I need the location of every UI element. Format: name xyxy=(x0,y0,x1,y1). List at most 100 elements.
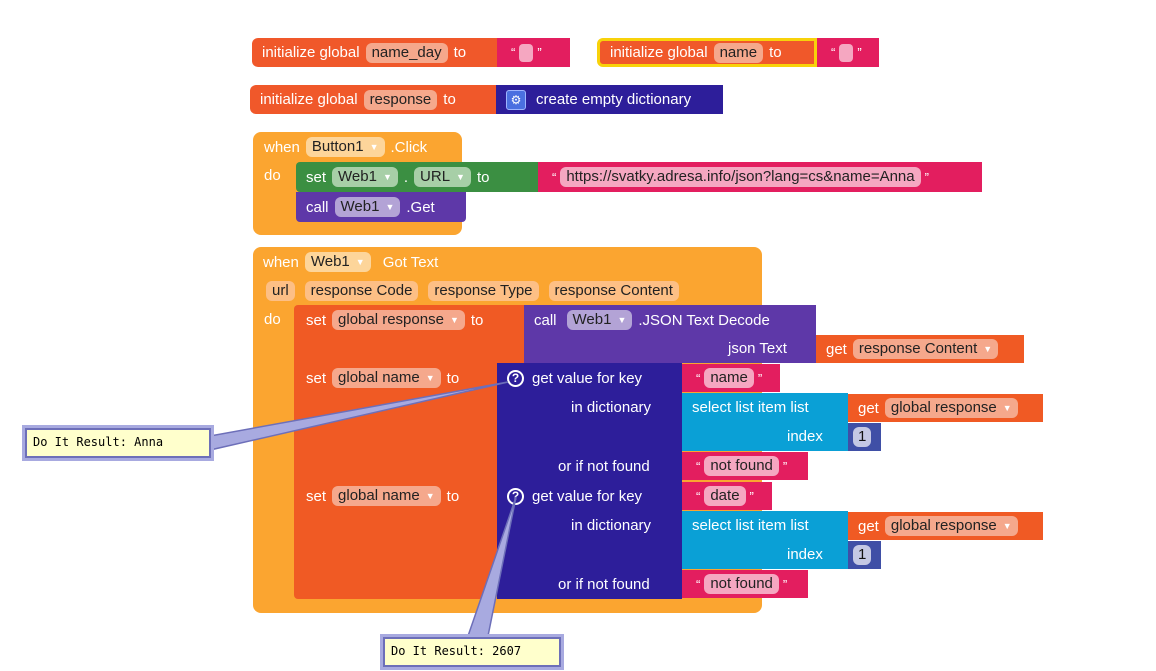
param-response-type[interactable]: response Type xyxy=(428,281,539,301)
var-dropdown[interactable]: global response▼ xyxy=(884,398,1018,418)
not-found-text-field[interactable]: not found xyxy=(704,456,779,476)
not-found-label: or if not found xyxy=(558,576,650,593)
empty-string-field[interactable] xyxy=(519,43,534,62)
result-text: Do It Result: 2607 xyxy=(391,644,522,658)
set-label: set xyxy=(306,311,327,329)
set-web1-url-block[interactable]: set Web1▼ . URL▼ to xyxy=(296,162,538,192)
key-text-block[interactable]: “ date ” xyxy=(682,482,772,510)
dot-label: . xyxy=(403,168,409,186)
event-name-label: Got Text xyxy=(382,253,439,271)
component-dropdown[interactable]: Web1▼ xyxy=(304,252,371,272)
get-key-label: get value for key xyxy=(532,487,643,505)
to-label: to xyxy=(446,487,460,505)
component-dropdown[interactable]: Button1▼ xyxy=(305,137,385,157)
quote-close-icon: ” xyxy=(537,45,542,60)
chevron-down-icon: ▼ xyxy=(1002,403,1012,413)
index-number-field[interactable]: 1 xyxy=(853,545,872,565)
quote-close-icon: ” xyxy=(757,370,763,386)
chevron-down-icon: ▼ xyxy=(425,491,435,501)
dict-lookup-block-2[interactable] xyxy=(497,481,682,599)
chevron-down-icon: ▼ xyxy=(983,344,993,354)
quote-close-icon: ” xyxy=(782,576,788,592)
init-response-block[interactable]: initialize global response to xyxy=(250,85,496,114)
url-text-block[interactable]: “ https://svatky.adresa.info/json?lang=c… xyxy=(538,162,982,192)
key-text-field[interactable]: name xyxy=(704,368,754,388)
event-params: url response Code response Type response… xyxy=(266,280,679,302)
get-global-response-block-2[interactable]: get global response▼ xyxy=(848,512,1043,540)
not-found-text-block[interactable]: “ not found ” xyxy=(682,452,808,480)
set-row: set global response▼ to xyxy=(296,306,493,334)
chevron-down-icon: ▼ xyxy=(449,315,459,325)
get-label: get xyxy=(826,340,847,358)
do-it-result-bubble: Do It Result: Anna xyxy=(25,428,211,458)
key-text-field[interactable]: date xyxy=(704,486,746,506)
gear-icon[interactable]: ⚙ xyxy=(506,89,526,110)
quote-open-icon: “ xyxy=(696,576,701,592)
param-url[interactable]: url xyxy=(266,281,295,301)
select-label: select list item list xyxy=(692,517,809,534)
var-name-field[interactable]: name_day xyxy=(365,42,448,63)
index-number-field[interactable]: 1 xyxy=(853,427,872,447)
init-name-day-block[interactable]: initialize global name_day to xyxy=(252,38,497,67)
quote-open-icon: “ xyxy=(696,488,701,504)
index-number-block[interactable]: 1 xyxy=(848,541,881,569)
chevron-down-icon: ▼ xyxy=(456,172,465,182)
param-response-content[interactable]: response Content xyxy=(548,281,679,301)
init-label: initialize global xyxy=(262,44,360,61)
property-dropdown[interactable]: URL▼ xyxy=(414,167,471,187)
index-number-block[interactable]: 1 xyxy=(848,423,881,451)
var-dropdown[interactable]: response Content▼ xyxy=(852,339,999,359)
component-dropdown[interactable]: Web1▼ xyxy=(334,197,401,217)
call-label: call xyxy=(534,311,557,329)
var-dropdown[interactable]: global name▼ xyxy=(332,486,441,506)
empty-string-block[interactable]: “ ” xyxy=(497,38,570,67)
component-dropdown[interactable]: Web1▼ xyxy=(332,167,398,187)
get-response-content-block[interactable]: get response Content▼ xyxy=(816,335,1024,363)
chevron-down-icon: ▼ xyxy=(382,172,392,182)
quote-open-icon: “ xyxy=(696,370,701,386)
quote-open-icon: “ xyxy=(552,169,557,185)
get-key-label: get value for key xyxy=(532,369,643,387)
quote-close-icon: ” xyxy=(857,45,862,60)
not-found-label: or if not found xyxy=(558,458,650,475)
chevron-down-icon: ▼ xyxy=(425,373,435,383)
url-text-field[interactable]: https://svatky.adresa.info/json?lang=cs&… xyxy=(560,167,921,187)
select-label: select list item list xyxy=(692,399,809,416)
select-list-item-block-2[interactable] xyxy=(682,511,848,569)
var-dropdown[interactable]: global name▼ xyxy=(332,368,441,388)
json-text-label: json Text xyxy=(728,340,787,357)
empty-string-block[interactable]: “ ” xyxy=(817,38,879,67)
pointer-1 xyxy=(209,381,509,451)
init-name-block[interactable]: initialize global name to xyxy=(597,38,817,67)
help-icon[interactable]: ? xyxy=(507,369,524,387)
param-response-code[interactable]: response Code xyxy=(304,281,419,301)
component-dropdown[interactable]: Web1▼ xyxy=(566,310,633,330)
event-name-label: .Click xyxy=(390,138,428,156)
not-found-text-block[interactable]: “ not found ” xyxy=(682,570,808,598)
select-list-item-block[interactable] xyxy=(682,393,848,451)
event-header: when Button1▼ .Click xyxy=(254,134,437,160)
call-web1-get-block[interactable]: call Web1▼ .Get xyxy=(296,192,466,222)
to-label: to xyxy=(470,311,484,329)
var-name-field[interactable]: response xyxy=(363,89,438,110)
empty-string-field[interactable] xyxy=(839,43,854,62)
var-dropdown[interactable]: global response▼ xyxy=(332,310,465,330)
help-icon[interactable]: ? xyxy=(507,487,524,505)
to-label: to xyxy=(476,168,490,186)
key-text-block[interactable]: “ name ” xyxy=(682,364,780,392)
call-label: call xyxy=(306,198,329,216)
create-dict-label: create empty dictionary xyxy=(536,91,692,108)
dict-lookup-block[interactable] xyxy=(497,363,682,481)
to-label: to xyxy=(443,91,456,108)
var-dropdown[interactable]: global response▼ xyxy=(884,516,1018,536)
create-dictionary-block[interactable]: ⚙ create empty dictionary xyxy=(496,85,723,114)
event-header: when Web1▼ Got Text xyxy=(253,249,448,275)
pointer-2 xyxy=(466,496,517,637)
get-global-response-block[interactable]: get global response▼ xyxy=(848,394,1043,422)
set-label: set xyxy=(306,168,327,186)
quote-open-icon: “ xyxy=(831,45,836,60)
not-found-text-field[interactable]: not found xyxy=(704,574,779,594)
var-name-field[interactable]: name xyxy=(713,42,764,63)
get-key-row: ? get value for key xyxy=(497,364,652,392)
